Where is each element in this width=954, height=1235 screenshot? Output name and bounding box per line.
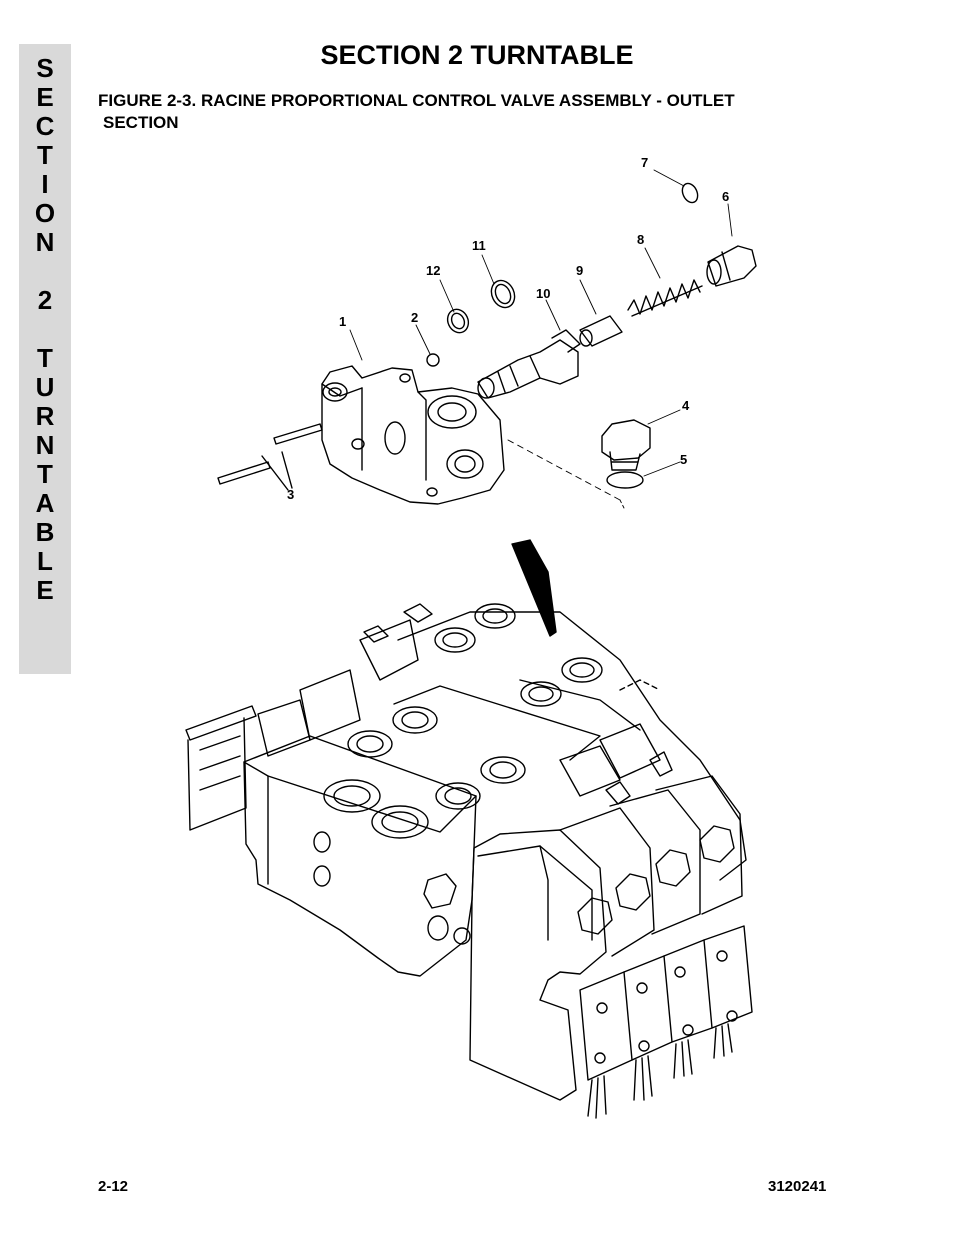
callout-5: 5	[680, 452, 688, 467]
callout-4: 4	[682, 398, 690, 413]
side-tab-letter: T	[37, 459, 53, 489]
callout-11: 11	[472, 238, 486, 253]
side-tab-letter: N	[35, 227, 55, 257]
side-tab-letter: B	[35, 517, 55, 547]
side-tab-letter: O	[34, 198, 56, 228]
side-tab-letter: L	[37, 546, 53, 576]
o-ring-item-5	[606, 471, 644, 489]
o-ring-item-7	[681, 182, 699, 204]
side-tab-letter: U	[35, 372, 55, 402]
callout-3: 3	[287, 487, 295, 502]
side-tab-letter: 2	[37, 285, 53, 315]
plunger-item-9	[579, 315, 623, 347]
callout-2: 2	[411, 310, 419, 325]
side-tab-letter: I	[41, 169, 49, 199]
leader-lines	[349, 169, 733, 509]
callout-7: 7	[641, 155, 649, 170]
side-tab-letter: A	[35, 488, 55, 518]
outlet-section-body	[321, 365, 505, 505]
side-tab-letter: T	[37, 343, 53, 373]
side-tab-letter: S	[36, 53, 54, 83]
figure-caption-line1: FIGURE 2-3. RACINE PROPORTIONAL CONTROL …	[98, 91, 735, 110]
side-tab-letter: E	[36, 82, 54, 112]
side-tab-letter: T	[37, 140, 53, 170]
side-tab-letter: E	[36, 575, 54, 605]
callout-8: 8	[637, 232, 645, 247]
section-side-tab: S E C T I O N 2 T U R N T A B L E	[19, 44, 71, 674]
pointer-arrow	[511, 539, 557, 637]
o-ring-item-11	[490, 279, 516, 309]
spring-item-8	[627, 279, 703, 317]
callout-9: 9	[576, 263, 584, 278]
side-tab-letters: S E C T I O N 2 T U R N T A B L E	[19, 54, 71, 605]
callout-6: 6	[722, 189, 730, 204]
callout-10: 10	[536, 286, 551, 301]
callout-1: 1	[339, 314, 347, 329]
figure-caption-line2: SECTION	[103, 113, 179, 132]
plug-item-6	[706, 245, 757, 287]
o-ring-item-12	[446, 308, 470, 334]
page-title: SECTION 2 TURNTABLE	[320, 40, 634, 70]
side-tab-letter: N	[35, 430, 55, 460]
side-tab-letter: C	[35, 111, 55, 141]
roll-pins	[217, 423, 323, 491]
document-number: 3120241	[768, 1178, 827, 1195]
side-tab-letter: R	[35, 401, 55, 431]
seal-item-2	[426, 353, 440, 367]
plug-item-4	[601, 419, 651, 471]
callout-12: 12	[426, 263, 441, 278]
valve-bank-assembly	[185, 603, 753, 1119]
valve-cartridge-item-10	[477, 329, 581, 399]
page-number: 2-12	[98, 1178, 129, 1195]
